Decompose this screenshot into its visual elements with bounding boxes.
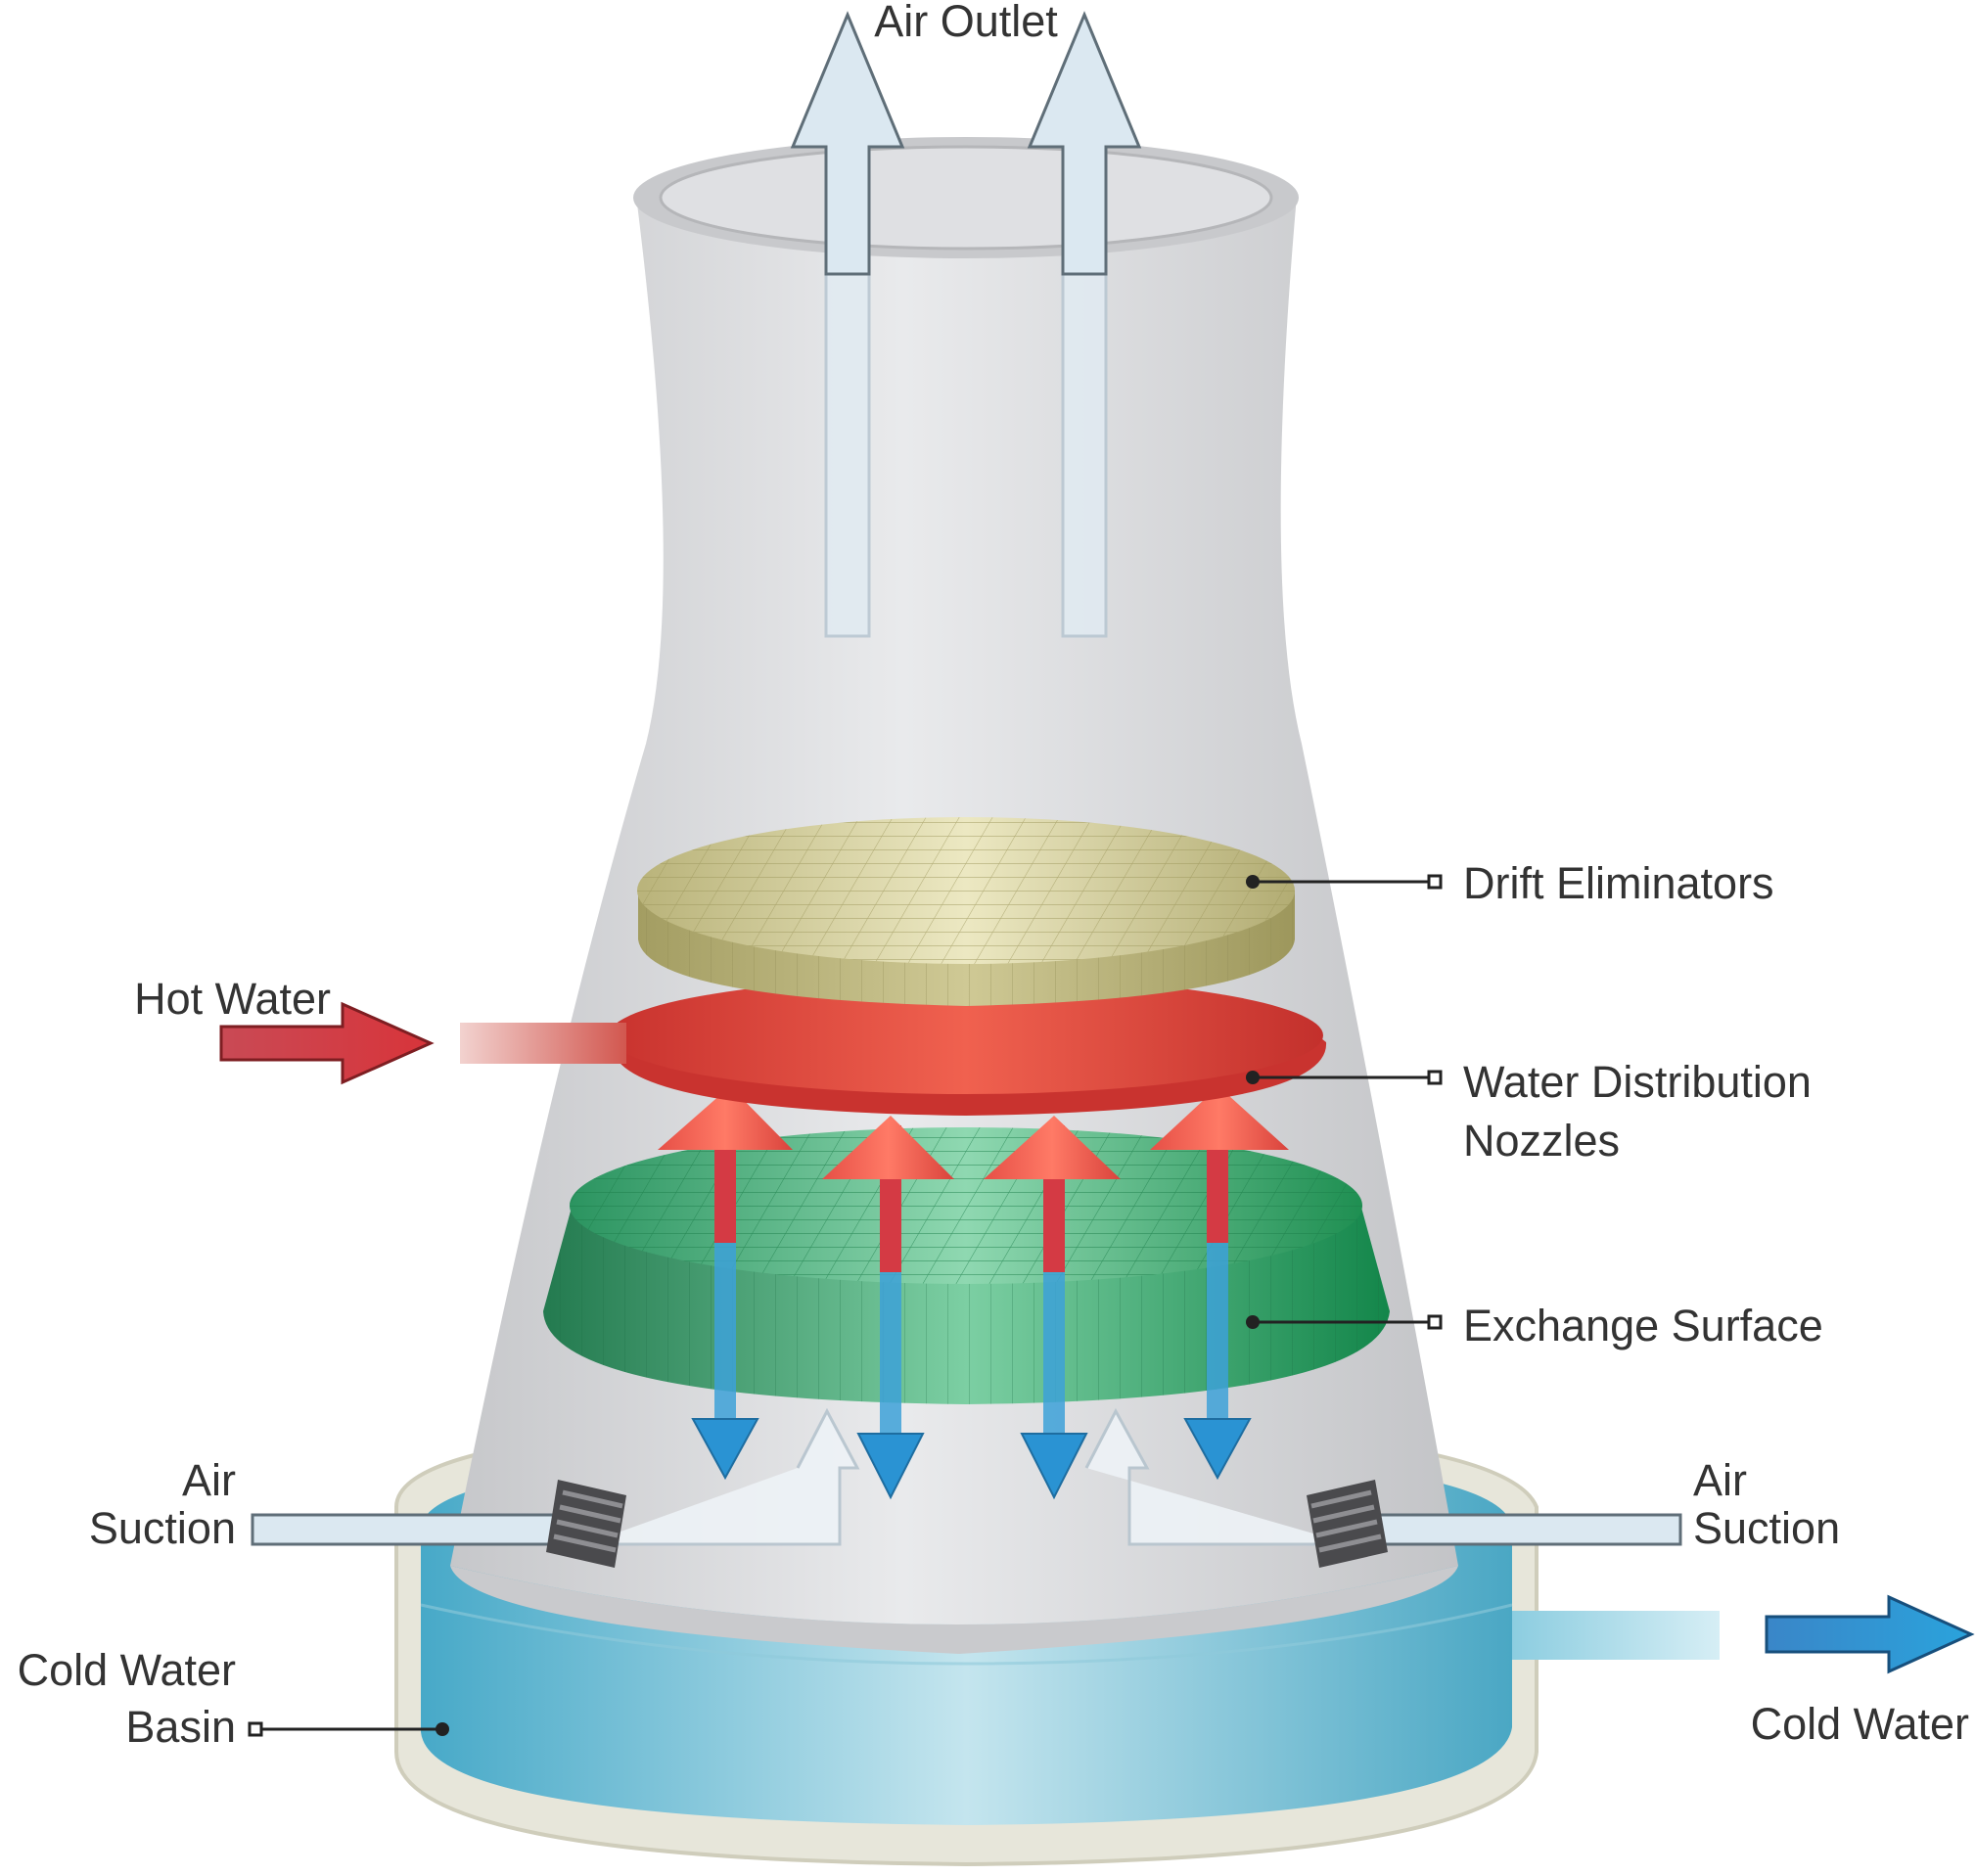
exchange-surface xyxy=(543,1127,1390,1404)
air-inlet-louver-left xyxy=(546,1480,626,1568)
label-hot-water: Hot Water xyxy=(134,974,331,1024)
drift-eliminators xyxy=(637,817,1295,1006)
label-cold-water-basin-line2: Basin xyxy=(125,1702,236,1752)
label-water-distribution-line1: Water Distribution xyxy=(1463,1057,1812,1107)
label-cold-water-basin-line1: Cold Water xyxy=(18,1645,236,1695)
label-drift-eliminators: Drift Eliminators xyxy=(1463,858,1774,908)
cold-water-pipe xyxy=(1512,1611,1720,1660)
label-air-suction-right-line2: Suction xyxy=(1693,1503,1840,1553)
hot-water-pipe xyxy=(460,1023,626,1064)
label-exchange-surface: Exchange Surface xyxy=(1463,1301,1823,1350)
label-cold-water: Cold Water xyxy=(1751,1699,1969,1749)
label-water-distribution-line2: Nozzles xyxy=(1463,1116,1620,1166)
cold-water-arrow xyxy=(1767,1597,1971,1671)
air-inlet-louver-right xyxy=(1307,1480,1388,1568)
label-air-suction-left-line2: Suction xyxy=(89,1503,236,1553)
label-air-outlet: Air Outlet xyxy=(874,0,1058,46)
label-air-suction-left-line1: Air xyxy=(182,1455,236,1505)
label-air-suction-right-line1: Air xyxy=(1693,1455,1747,1505)
